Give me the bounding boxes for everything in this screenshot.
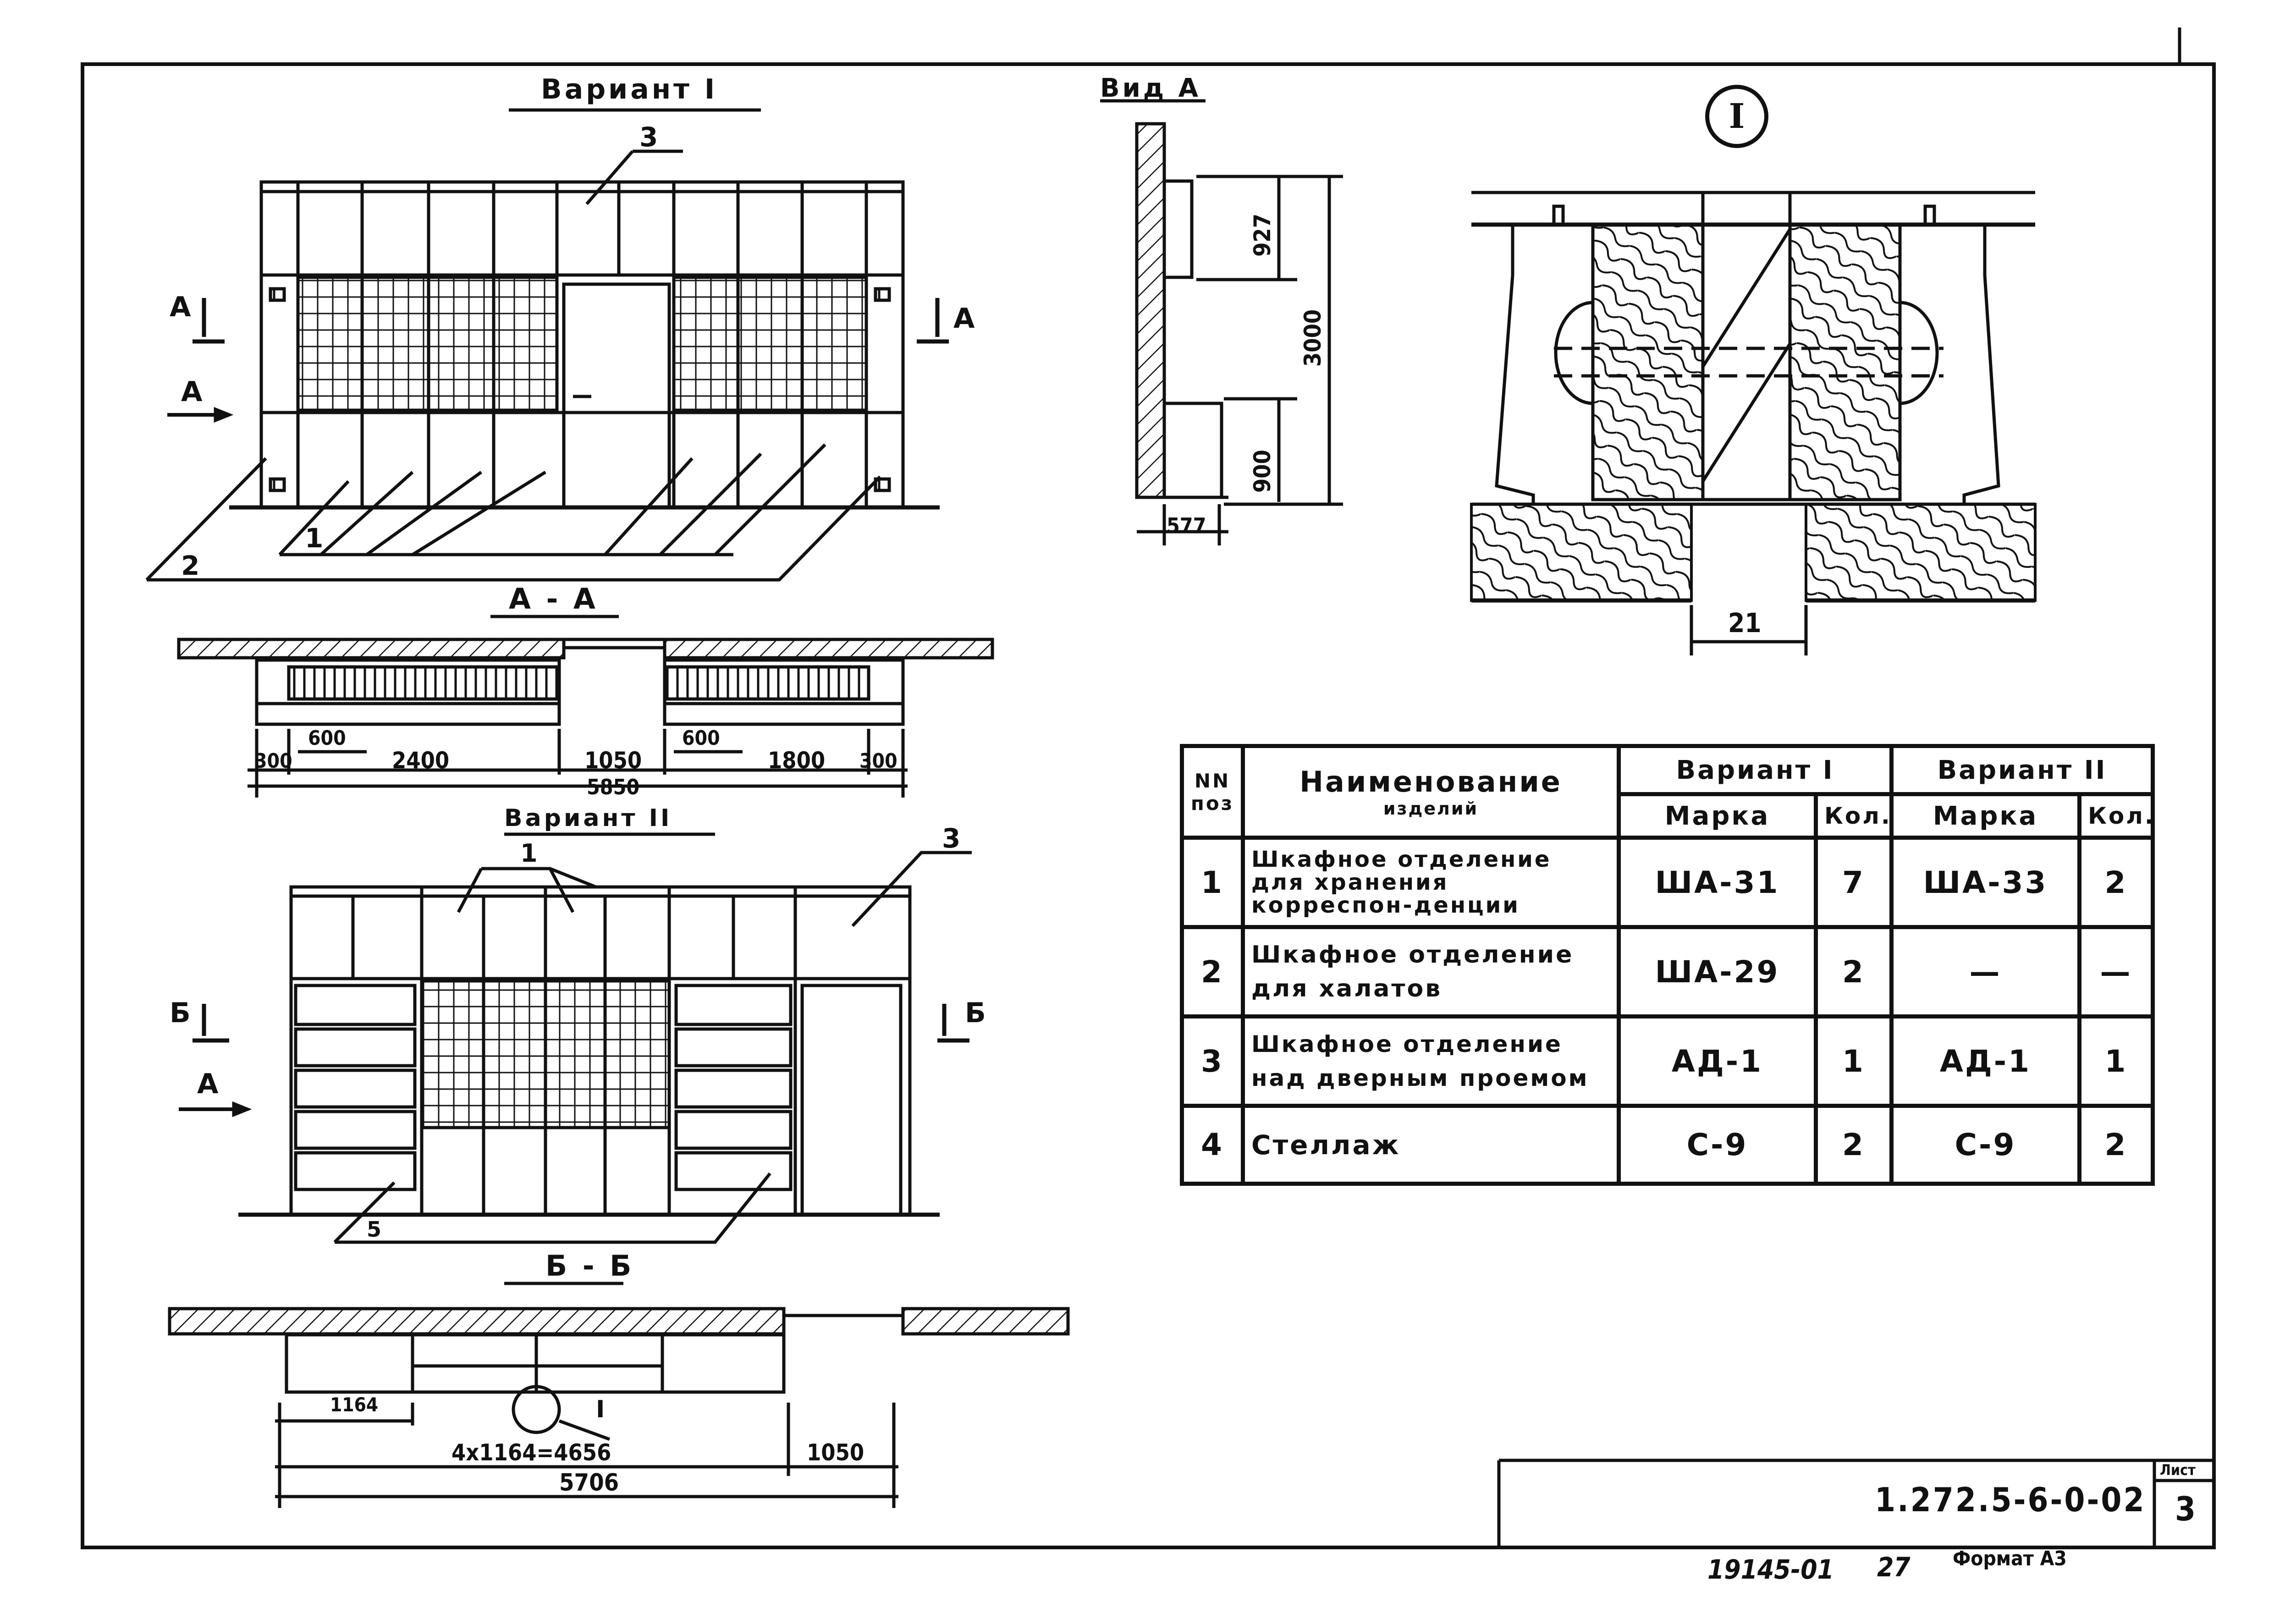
dim-600-left: 600 (308, 727, 346, 750)
section-bb-title: Б - Б (545, 1249, 634, 1283)
dim-900: 900 (1249, 450, 1276, 493)
row3-v1-mark: АД-1 (1617, 1014, 1818, 1108)
header-variant2: Вариант II (1889, 744, 2155, 796)
row3-v1-qty: 1 (1813, 1014, 1894, 1108)
row4-pos: 4 (1180, 1104, 1245, 1186)
inventory-number: 19145-01 (1707, 1554, 1834, 1585)
row1-v1-qty: 7 (1813, 836, 1894, 929)
row2-v2-mark: — (1889, 925, 2082, 1018)
row1-v1-mark: ША-31 (1617, 836, 1818, 929)
table-row: 2 Шкафное отделение для халатов ША-29 2 … (1180, 925, 2155, 1018)
table-row: 3 Шкафное отделение над дверным проемом … (1180, 1014, 2155, 1108)
variant2-title: Вариант II (504, 804, 672, 832)
dim-21: 21 (1728, 607, 1762, 639)
detail-i-mark-text: I (1729, 97, 1745, 136)
dim-1050-a: 1050 (584, 747, 642, 774)
variant2-pos1-label: 1 (520, 839, 540, 868)
spec-table: NN поз Наименование изделий Вариант I Ва… (1180, 744, 2155, 1186)
section-bb (168, 1282, 1070, 1508)
row4-v2-mark: С-9 (1889, 1104, 2082, 1186)
variant1-elevation (145, 108, 949, 582)
header-v2-qty: Кол. (2077, 792, 2155, 840)
section-aa-title: А - А (509, 582, 598, 616)
variant1-title: Вариант I (541, 73, 718, 105)
row4-v1-qty: 2 (1813, 1104, 1894, 1186)
row3-pos: 3 (1180, 1014, 1245, 1108)
variant2-elevation (179, 832, 972, 1244)
page-number: 27 (1877, 1552, 1911, 1583)
header-variant1: Вариант I (1616, 744, 1894, 796)
dim-1800: 1800 (768, 747, 826, 774)
variant2-section-mark-left: Б (170, 997, 193, 1029)
header-pos-text: NN поз (1190, 769, 1234, 815)
sheet-number: 3 (2175, 1490, 2196, 1528)
variant2-pos5-label: 5 (367, 1217, 385, 1242)
row4-name: Стеллаж (1241, 1104, 1621, 1186)
variant1-section-mark-left: А (170, 291, 194, 323)
doc-code: 1.272.5-6-0-02 (1875, 1481, 2146, 1519)
dim-300-right: 300 (859, 749, 897, 773)
view-a (1100, 99, 1343, 545)
row3-name: Шкафное отделение над дверным проемом (1241, 1014, 1621, 1108)
row3-v2-qty: 1 (2077, 1014, 2155, 1108)
dim-5706: 5706 (559, 1469, 619, 1497)
row2-v2-qty: — (2077, 925, 2155, 1018)
header-v1-qty: Кол. (1813, 792, 1894, 840)
variant1-section-mark-right: А (953, 303, 978, 335)
title-block (1497, 1459, 2214, 1547)
detail-i (1470, 191, 2037, 655)
view-a-title: Вид А (1100, 73, 1201, 103)
row2-v1-qty: 2 (1813, 925, 1894, 1018)
dim-300-left: 300 (254, 749, 292, 773)
detail-i-mark: I (1705, 85, 1768, 148)
variant1-view-mark: А (181, 376, 205, 408)
row3-v2-mark: АД-1 (1889, 1014, 2082, 1108)
row2-v1-mark: ША-29 (1617, 925, 1818, 1018)
dim-1050-b: 1050 (807, 1439, 864, 1466)
header-name: Наименование изделий (1241, 744, 1621, 840)
sheet-label: Лист (2160, 1461, 2196, 1479)
row1-v2-mark: ША-33 (1889, 836, 2082, 929)
dim-2400: 2400 (392, 747, 450, 774)
dim-3000: 3000 (1299, 309, 1326, 367)
header-pos: NN поз (1180, 744, 1245, 840)
dim-1164: 1164 (330, 1393, 379, 1416)
row2-name: Шкафное отделение для халатов (1241, 925, 1621, 1018)
table-row: 1 Шкафное отделение для хранения корресп… (1180, 836, 2155, 929)
variant1-pos1-label: 1 (305, 523, 326, 554)
header-v2-mark: Марка (1889, 792, 2082, 840)
format-label: Формат А3 (1953, 1547, 2067, 1570)
variant2-pos3-label: 3 (942, 823, 964, 854)
header-name-text: Наименование (1299, 765, 1562, 798)
header-variant1-text: Вариант I (1676, 755, 1834, 785)
row4-v1-mark: С-9 (1617, 1104, 1818, 1186)
row1-name: Шкафное отделение для хранения корреспон… (1241, 836, 1621, 929)
dim-600-right: 600 (682, 727, 720, 750)
table-row: 4 Стеллаж С-9 2 С-9 2 (1180, 1104, 2155, 1186)
variant2-section-mark-right: Б (965, 997, 989, 1029)
row1-pos: 1 (1180, 836, 1245, 929)
dim-927: 927 (1249, 214, 1276, 257)
header-v1-mark: Марка (1617, 792, 1818, 840)
row1-v2-qty: 2 (2077, 836, 2155, 929)
variant1-pos3-label: 3 (639, 121, 661, 153)
row2-pos: 2 (1180, 925, 1245, 1018)
dim-5850: 5850 (587, 775, 640, 799)
variant1-pos2-label: 2 (181, 550, 203, 581)
header-name-sub: изделий (1383, 798, 1479, 819)
section-aa (177, 615, 994, 798)
variant2-detail-ref: I (596, 1396, 608, 1423)
dim-4x1164: 4x1164=4656 (451, 1439, 611, 1466)
header-variant2-text: Вариант II (1937, 755, 2107, 785)
variant2-view-mark: А (197, 1068, 221, 1100)
row4-v2-qty: 2 (2077, 1104, 2155, 1186)
dim-577: 577 (1167, 513, 1206, 538)
